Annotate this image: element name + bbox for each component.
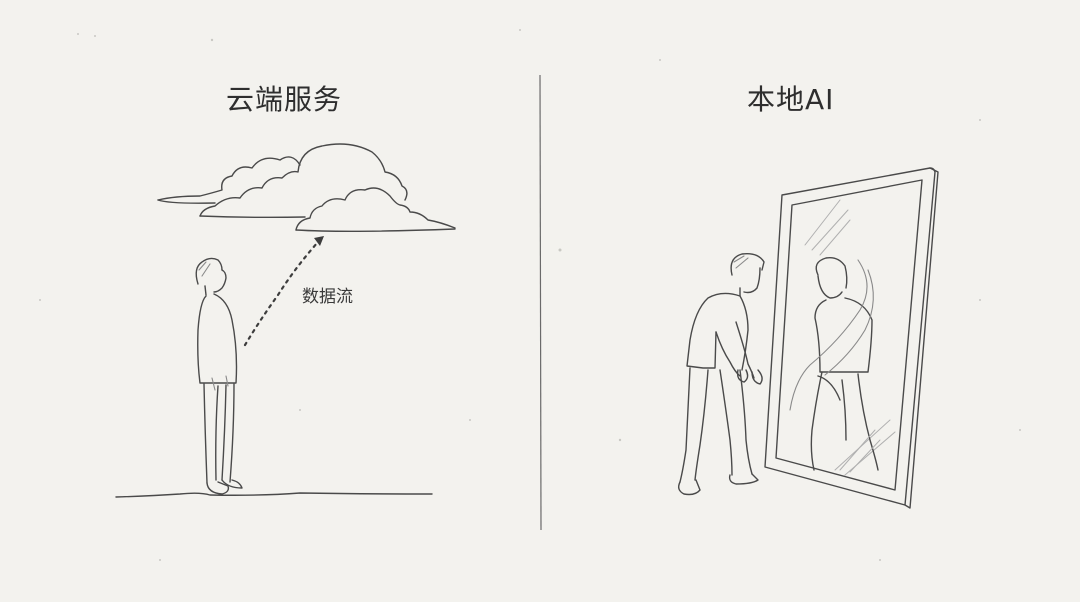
data-flow-label: 数据流 <box>302 287 353 307</box>
ground-line <box>115 492 433 498</box>
mirror-frame <box>764 167 939 509</box>
data-flow-arrow <box>243 236 324 347</box>
panel-divider <box>539 74 542 531</box>
local-ai-title: 本地AI <box>747 83 835 116</box>
cloud-service-title: 云端服务 <box>226 83 343 116</box>
person-looking-up <box>195 257 243 495</box>
paper-texture <box>39 29 1021 561</box>
cloud-icon <box>157 143 456 232</box>
person-facing-mirror <box>677 252 765 496</box>
mirror-reflection-person <box>789 256 881 473</box>
